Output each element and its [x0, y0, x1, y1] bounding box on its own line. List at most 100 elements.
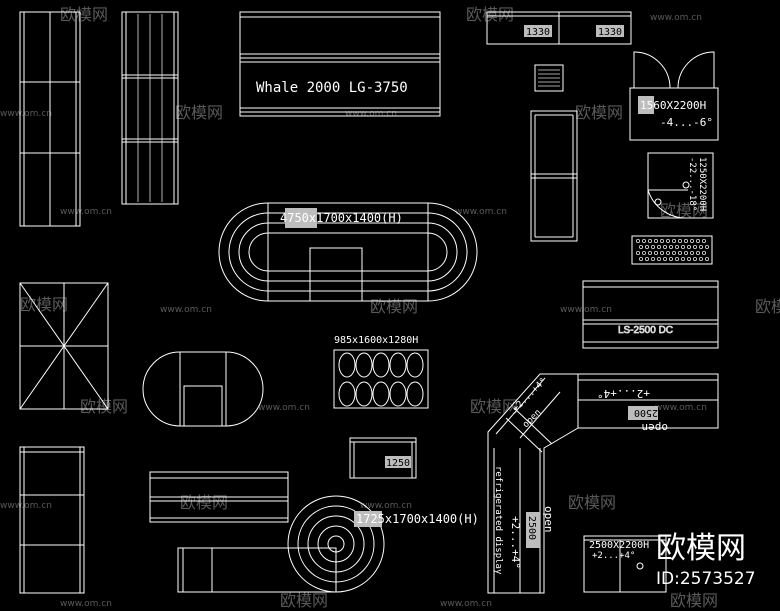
watermark-brand: 欧模网 [575, 103, 623, 122]
watermark-site: www.om.cn [440, 599, 492, 609]
grille-hole [687, 244, 692, 249]
grille-hole [702, 238, 707, 243]
grille-hole [672, 238, 677, 243]
twin-cabinet-1330: 1330 1330 [486, 11, 632, 45]
whale-cabinet: Whale 2000 LG-3750 [239, 11, 441, 117]
watermark-brand: 欧模网 [80, 397, 128, 416]
watermark-site: www.om.cn [360, 501, 412, 511]
bottle-slot [355, 352, 373, 378]
grille-hole [654, 250, 659, 255]
coldroom-1250: 1250X2200H -22...-18° [647, 152, 714, 219]
open-a: open [642, 421, 669, 434]
grille-hole [690, 250, 695, 255]
bottle-slot [372, 352, 390, 378]
shelf-unit-bottom [19, 446, 85, 594]
grille-hole [684, 250, 689, 255]
tall-cabinet-stack [530, 110, 578, 242]
watermark-brand: 欧模网 [60, 5, 108, 24]
grille-hole [705, 256, 710, 261]
grille-hole [690, 238, 695, 243]
grille-hole [642, 238, 647, 243]
bottle-slot [389, 381, 407, 407]
brand-watermark-large: 欧模网 [656, 531, 746, 566]
grille-hole [663, 244, 668, 249]
grille-hole [666, 238, 671, 243]
bottle-slot [338, 352, 356, 378]
ls2500-counter: LS-2500 DC [582, 280, 719, 349]
grille-hole [699, 244, 704, 249]
dim-985: 985x1600x1280H [334, 335, 418, 346]
perforated-grille [631, 235, 713, 265]
watermark-site: www.om.cn [455, 207, 507, 217]
watermark-layer: 欧模网 欧模网 www.om.cn www.om.cn 欧模网 www.om.c… [0, 5, 780, 610]
grille-hole [696, 238, 701, 243]
bottle-slot [406, 352, 424, 378]
watermark-site: www.om.cn [0, 501, 52, 511]
watermark-site: www.om.cn [0, 109, 52, 119]
grille-hole [696, 250, 701, 255]
watermark-site: www.om.cn [345, 109, 397, 119]
grille-hole [681, 244, 686, 249]
grille-hole [678, 250, 683, 255]
watermark-site: www.om.cn [655, 403, 707, 413]
shelf-unit-slatted [121, 11, 179, 205]
grille-hole [648, 250, 653, 255]
refrigerated-label: refrigerated display [493, 466, 503, 575]
grille-hole [651, 256, 656, 261]
grille-hole [660, 238, 665, 243]
whale-label: Whale 2000 LG-3750 [256, 80, 408, 96]
bottle-rack-985: 985x1600x1280H [333, 335, 429, 409]
tag-1330-b: 1330 [598, 27, 622, 38]
dim-1250-vertical: 1250X2200H [697, 157, 707, 211]
watermark-brand: 欧模网 [280, 591, 328, 610]
grille-hole [684, 238, 689, 243]
watermark-brand: 欧模网 [568, 493, 616, 512]
temp-right: +2...+4° [597, 387, 650, 400]
temp-2500: +2...+4° [592, 551, 635, 561]
grille-hole [636, 250, 641, 255]
island-counter-4750: 4750x1700x1400(H) [218, 202, 478, 302]
watermark-id: ID:2573527 [656, 569, 756, 589]
watermark-brand: 欧模网 [20, 295, 68, 314]
bottle-slot [372, 381, 390, 407]
grille-hole [657, 256, 662, 261]
dim-2500: 2500X2200H [589, 540, 649, 551]
open-b: open [542, 506, 555, 533]
ls2500-label: LS-2500 DC [618, 325, 673, 336]
cross-braced-panel [19, 282, 109, 410]
watermark-brand: 欧模网 [755, 297, 780, 316]
watermark-site: www.om.cn [60, 207, 112, 217]
tag-2500-b: 2500 [526, 516, 537, 540]
bottle-slot [338, 381, 356, 407]
grille-hole [636, 238, 641, 243]
grille-hole [654, 238, 659, 243]
grille-hole [669, 256, 674, 261]
grille-hole [699, 256, 704, 261]
grille-hole [672, 250, 677, 255]
dim-1725: 1725x1700x1400(H) [356, 512, 479, 526]
grille-hole [642, 250, 647, 255]
grille-hole [645, 244, 650, 249]
grille-hole [663, 256, 668, 261]
open-corner: open [521, 408, 543, 430]
temp-1560: -4...-6° [660, 116, 713, 129]
dim-1560: 1560X2200H [640, 99, 706, 112]
grille-hole [666, 250, 671, 255]
tub-1250: 1250 [349, 437, 417, 479]
watermark-brand: 欧模网 [180, 493, 228, 512]
oval-island [142, 351, 264, 427]
grille-hole [693, 256, 698, 261]
bottle-slot [389, 352, 407, 378]
grille-hole [681, 256, 686, 261]
grille-hole [702, 250, 707, 255]
grille-hole [639, 244, 644, 249]
tag-1250: 1250 [386, 458, 410, 469]
grille-hole [669, 244, 674, 249]
grille-hole [660, 250, 665, 255]
temp-corner: +2...+4° [511, 376, 549, 414]
shelf-unit-tall [19, 11, 81, 227]
watermark-site: www.om.cn [60, 599, 112, 609]
tag-1330-a: 1330 [526, 27, 550, 38]
watermark-brand: 欧模网 [670, 591, 718, 610]
